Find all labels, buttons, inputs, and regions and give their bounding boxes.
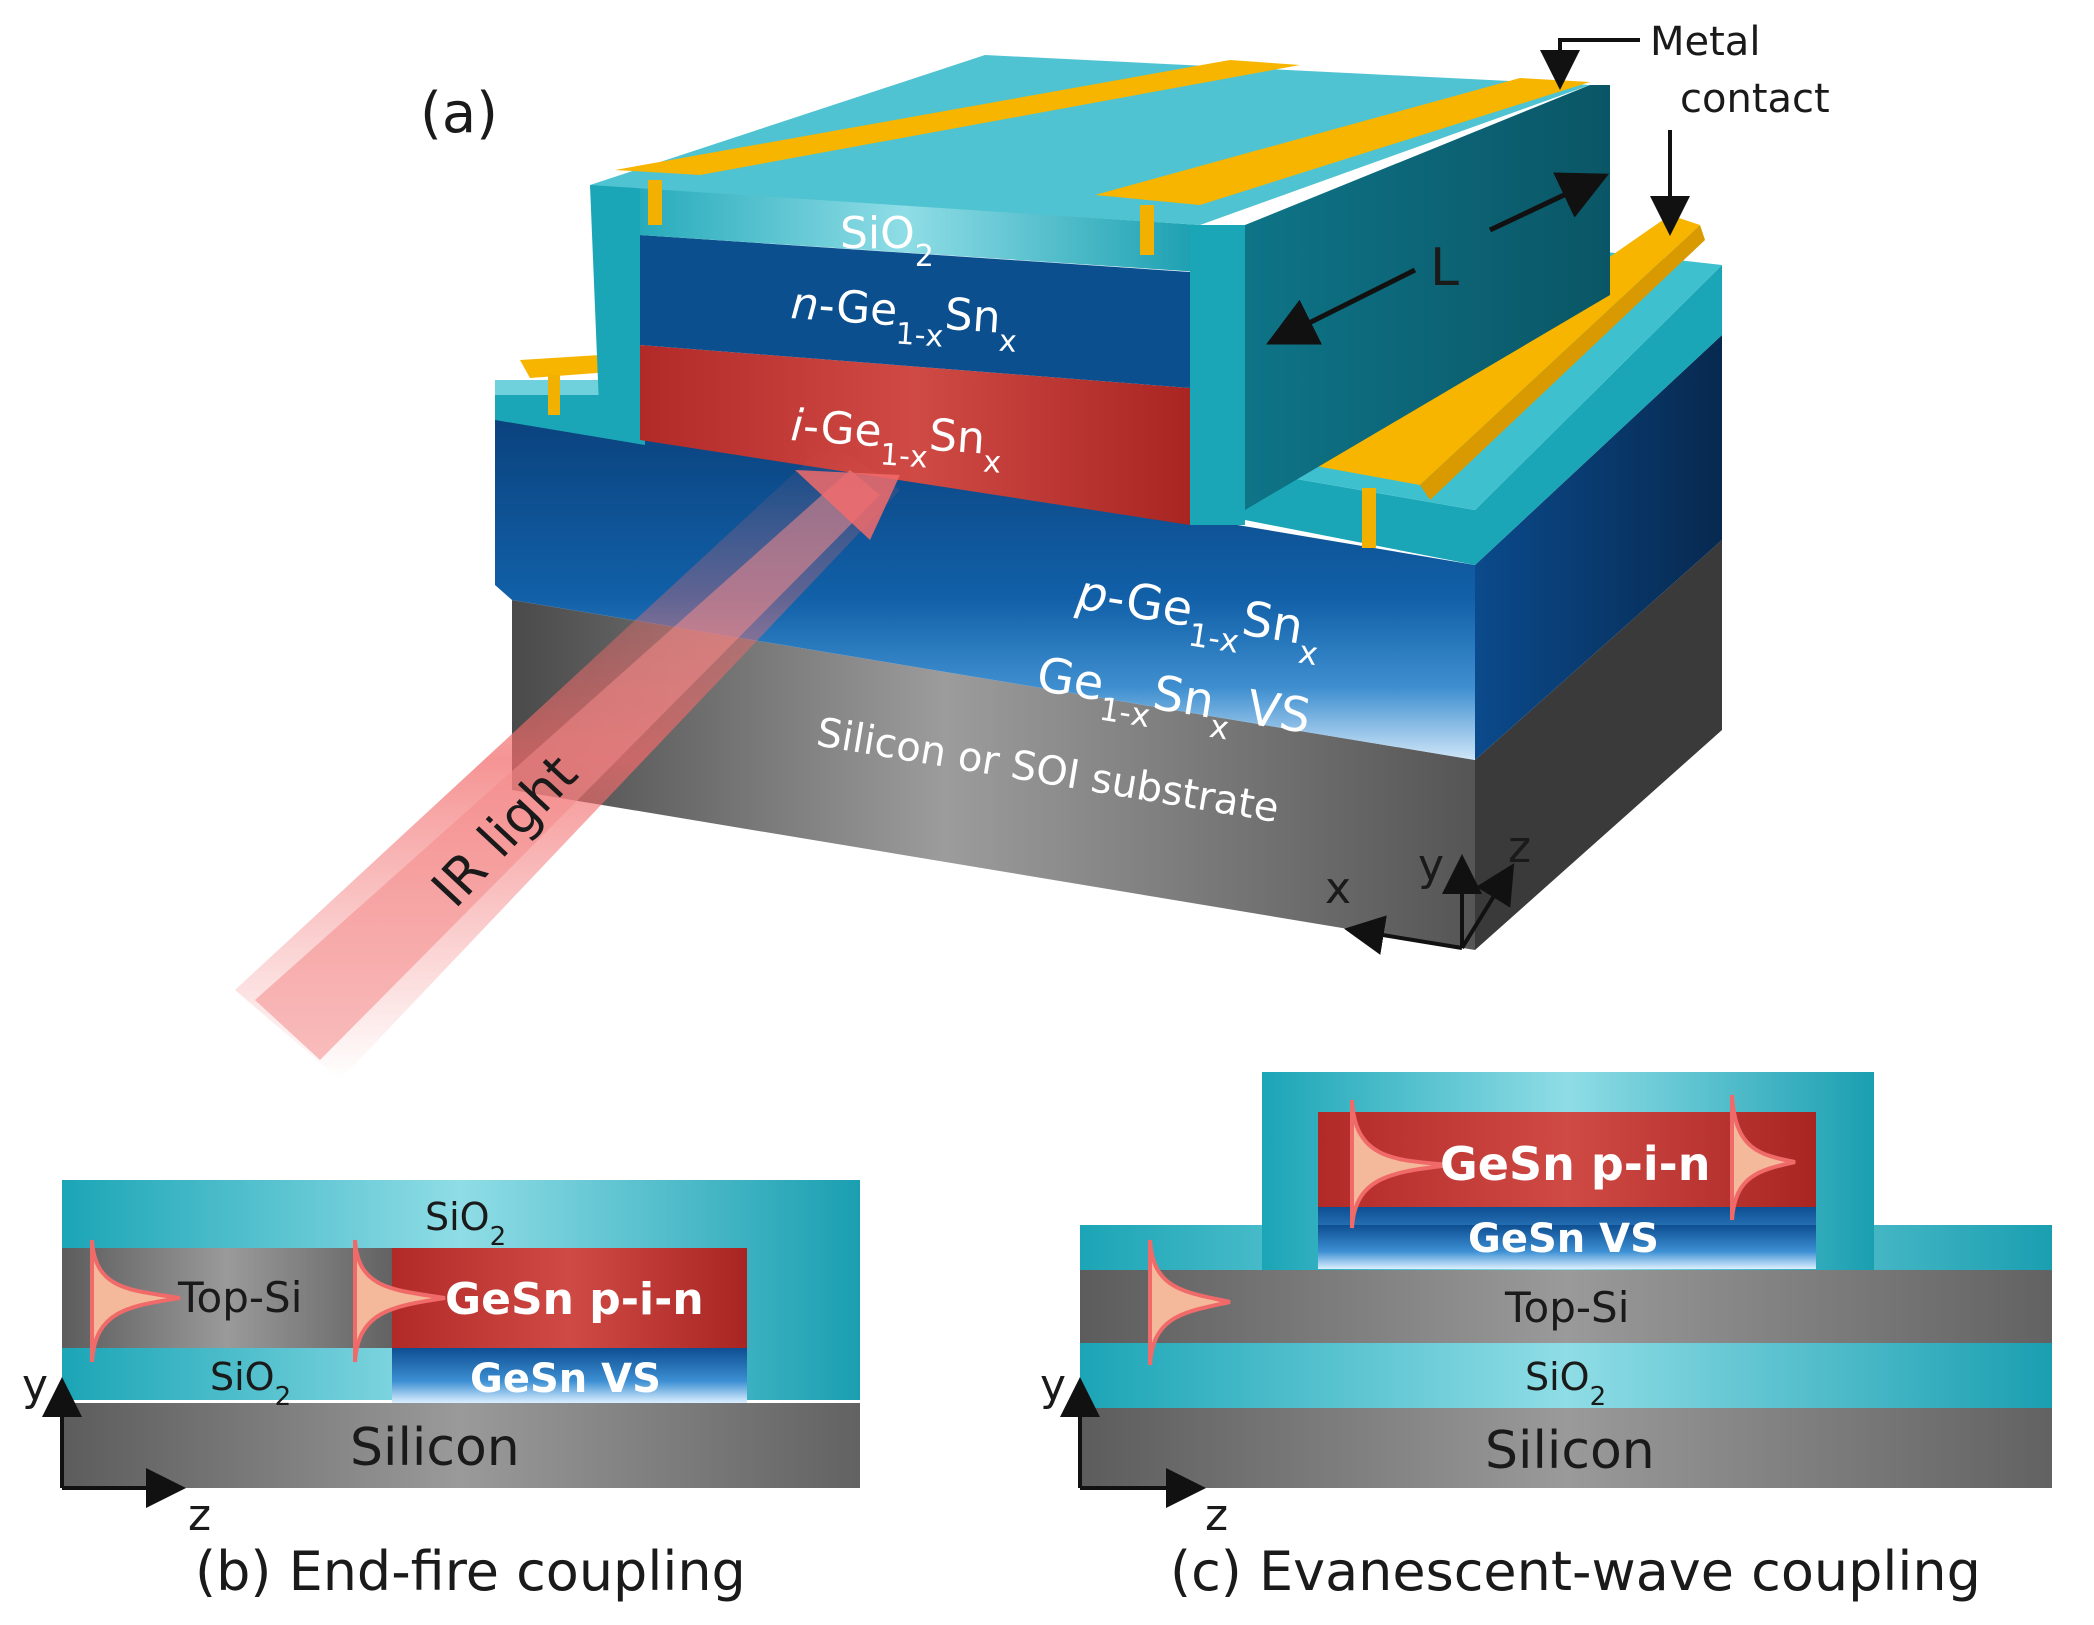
b-vs-label: GeSn VS <box>470 1356 661 1402</box>
c-mode-profile-2 <box>1730 1094 1796 1221</box>
axis-a-x: x <box>1325 863 1351 914</box>
length-label: L <box>1430 238 1459 298</box>
b-top-si-label: Top-Si <box>177 1273 302 1322</box>
b-sio2-top-label: SiO2 <box>425 1195 506 1252</box>
mesa-top <box>590 55 1590 225</box>
panel-c-structure: GeSn p-i-n GeSn VS Top-Si SiO2 Silicon y… <box>1040 1072 2052 1603</box>
b-mode-profile-1 <box>90 1239 181 1363</box>
left-metal-contact <box>520 355 610 378</box>
i-layer-label: i-Ge1-xSnx <box>788 400 1004 480</box>
top-metal-contact-left <box>615 60 1300 175</box>
metal-label: Metal <box>1650 19 1760 65</box>
b-sio2-bottom-label: SiO2 <box>210 1355 291 1412</box>
metal-contact-callout: Metal contact <box>1540 19 1830 236</box>
c-sio2-box <box>1080 1343 2052 1408</box>
panel-b-structure: SiO2 Top-Si GeSn p-i-n SiO2 GeSn VS Sili… <box>22 1180 860 1603</box>
b-pin-label: GeSn p-i-n <box>445 1274 704 1325</box>
c-sio2-label: SiO2 <box>1525 1355 1606 1412</box>
c-pin-label: GeSn p-i-n <box>1440 1137 1710 1191</box>
b-axis-z: z <box>188 1490 211 1541</box>
b-mode-profile-2 <box>353 1239 446 1363</box>
b-vs-layer <box>392 1348 747 1403</box>
b-silicon <box>62 1403 860 1488</box>
panel-a-device <box>495 55 1722 950</box>
mesa-right-wall <box>1190 225 1245 525</box>
mesa-sio2-front <box>610 185 1200 272</box>
i-layer <box>640 345 1190 525</box>
axis-a-z: z <box>1508 822 1531 873</box>
b-pin-layer <box>392 1248 747 1348</box>
axis-a-y: y <box>1418 840 1444 891</box>
n-layer <box>640 235 1190 388</box>
n-layer-label: n-Ge1-xSnx <box>788 278 1020 359</box>
ir-light-beam <box>235 440 900 1080</box>
panel-a-label: (a) <box>420 81 498 146</box>
substrate-front <box>512 600 1475 950</box>
c-mode-profile-3 <box>1148 1239 1231 1366</box>
b-caption: (b) End-fire coupling <box>195 1540 746 1603</box>
top-metal-contact-right <box>1095 78 1590 205</box>
c-axis-z: z <box>1205 1490 1228 1541</box>
axes-a: x y z <box>1325 822 1531 955</box>
mesa-side <box>1245 85 1610 510</box>
ir-arrow-head <box>795 470 900 540</box>
p-layer-side <box>1475 335 1722 760</box>
c-axis-y: y <box>1040 1360 1066 1411</box>
c-silicon <box>1080 1408 2052 1488</box>
b-silicon-label: Silicon <box>350 1418 520 1478</box>
p-layer-label: p-Ge1-xSnx <box>1070 564 1326 673</box>
sio2-label: SiO2 <box>840 208 934 274</box>
right-sio2-platform <box>1245 265 1722 565</box>
vs-layer-label: Ge1-xSnx VS <box>1031 647 1315 760</box>
p-layer-front <box>495 400 1475 760</box>
mesa-left-wall <box>590 185 640 440</box>
contact-label: contact <box>1680 76 1830 122</box>
c-top-si-label: Top-Si <box>1504 1283 1629 1332</box>
b-axis-y: y <box>22 1360 48 1411</box>
length-dimension: L <box>1266 172 1610 345</box>
c-mode-profile-1 <box>1350 1099 1451 1229</box>
c-vs-label: GeSn VS <box>1468 1216 1659 1262</box>
c-top-si <box>1080 1270 2052 1343</box>
c-silicon-label: Silicon <box>1485 1421 1655 1481</box>
c-caption: (c) Evanescent-wave coupling <box>1170 1540 1981 1603</box>
substrate-side <box>1475 540 1722 950</box>
